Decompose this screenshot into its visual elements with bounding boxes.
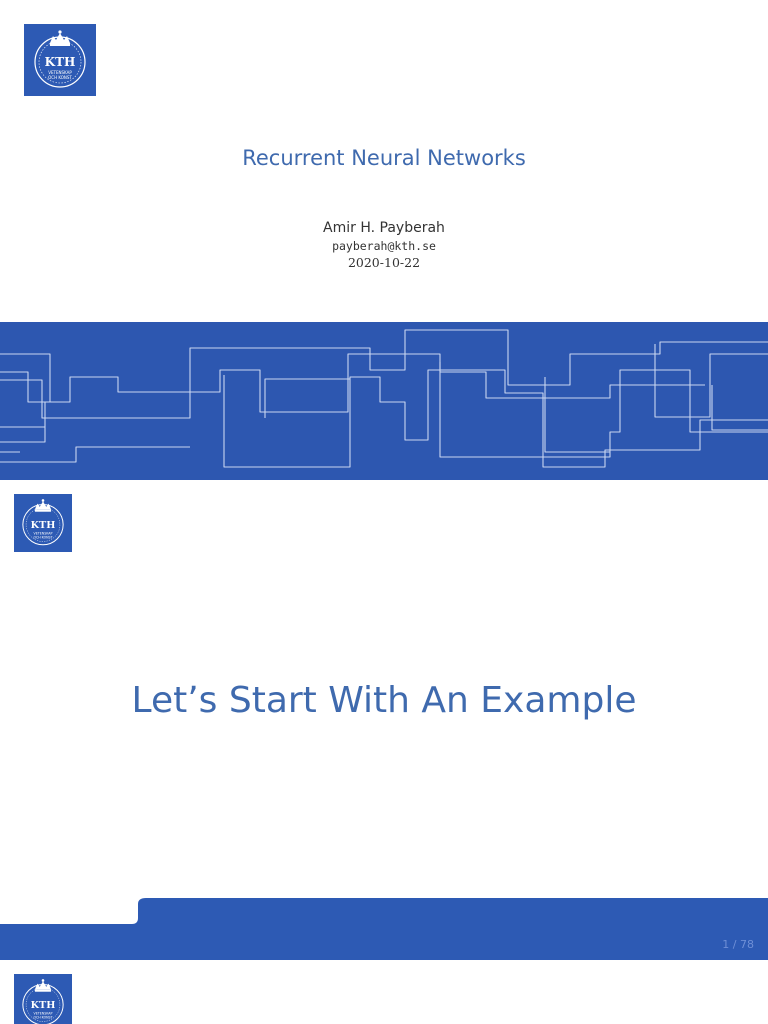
kth-logo: KTH VETENSKAP OCH KONST	[24, 24, 96, 96]
section-title: Let’s Start With An Example	[131, 680, 637, 721]
next-slide: KTH VETENSKAP OCH KONST	[0, 960, 768, 1024]
logo-text: KTH	[31, 520, 56, 531]
crown-icon	[50, 30, 70, 46]
crown-icon	[34, 499, 52, 512]
logo-ring-text-top: VETENSKAP	[34, 531, 53, 535]
presentation-date: 2020-10-22	[347, 255, 421, 270]
logo-ring-text-top: VETENSKAP	[48, 70, 72, 75]
logo-ring-text-bottom: OCH KONST	[33, 1015, 52, 1019]
kth-logo: KTH VETENSKAP OCH KONST	[14, 974, 72, 1024]
section-slide: KTH VETENSKAP OCH KONST Let’s Start With…	[0, 480, 768, 960]
kth-logo: KTH VETENSKAP OCH KONST	[14, 494, 72, 552]
logo-ring-text-bottom: OCH KONST	[48, 75, 72, 80]
circuit-banner	[0, 322, 768, 480]
kth-seal-icon: KTH VETENSKAP OCH KONST	[34, 30, 86, 88]
logo-text: KTH	[45, 55, 76, 69]
logo-ring-text-top: VETENSKAP	[34, 1011, 53, 1015]
page-number: 1 / 78	[722, 938, 754, 951]
kth-seal-icon: KTH VETENSKAP OCH KONST	[22, 499, 64, 546]
kth-seal-icon: KTH VETENSKAP OCH KONST	[22, 979, 64, 1024]
crown-icon	[34, 979, 52, 992]
footer-bar	[0, 896, 768, 960]
author-email: payberah@kth.se	[332, 239, 436, 253]
presentation-title: Recurrent Neural Networks	[242, 146, 526, 170]
logo-text: KTH	[31, 1000, 56, 1011]
footer-shape	[0, 898, 768, 960]
author-name: Amir H. Payberah	[323, 220, 445, 236]
title-slide: KTH VETENSKAP OCH KONST Recurrent Neural…	[0, 0, 768, 480]
logo-ring-text-bottom: OCH KONST	[33, 535, 52, 539]
circuit-lines-graphic	[0, 329, 768, 468]
